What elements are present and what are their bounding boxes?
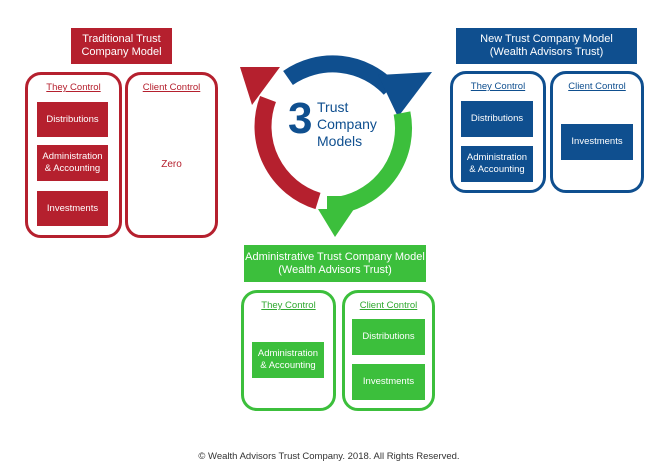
administrative-model-title: Administrative Trust Company Model (Weal…: [244, 245, 426, 282]
traditional-model-title: Traditional Trust Company Model: [71, 28, 172, 64]
red-cycle-arrow: [254, 96, 321, 210]
center-label: Trust Company Models: [317, 99, 377, 149]
new-client-control-panel: Client Control Investments: [550, 71, 644, 193]
control-item: Administration & Accounting: [461, 146, 533, 182]
panel-title: They Control: [261, 300, 316, 311]
green-arrow-stem: [327, 196, 344, 212]
administrative-they-control-panel: They Control Administration & Accounting: [241, 290, 336, 411]
control-item: Investments: [561, 124, 633, 160]
panel-title: They Control: [470, 81, 526, 92]
center-number: 3: [288, 94, 313, 143]
panel-title: Client Control: [359, 300, 418, 311]
red-arrowhead: [240, 67, 280, 105]
control-item: Distributions: [37, 102, 108, 137]
control-item: Distributions: [352, 319, 425, 355]
client-control-zero: Zero: [161, 159, 182, 170]
administrative-client-control-panel: Client Control Distributions Investments: [342, 290, 435, 411]
control-item: Investments: [352, 364, 425, 400]
new-they-control-panel: They Control Distributions Administratio…: [450, 71, 546, 193]
control-item: Investments: [37, 191, 108, 226]
green-arrowhead: [318, 209, 354, 237]
cycle-arrows-graphic: [240, 55, 432, 237]
traditional-they-control-panel: They Control Distributions Administratio…: [25, 72, 122, 238]
panel-title: Client Control: [568, 81, 626, 92]
new-model-title: New Trust Company Model (Wealth Advisors…: [456, 28, 637, 64]
copyright-footer: © Wealth Advisors Trust Company. 2018. A…: [198, 451, 460, 462]
green-cycle-arrow: [338, 111, 413, 214]
control-item: Administration & Accounting: [252, 342, 324, 378]
blue-cycle-arrow: [283, 55, 397, 95]
control-item: Administration & Accounting: [37, 145, 108, 181]
panel-title: Client Control: [142, 82, 201, 93]
panel-title: They Control: [46, 82, 101, 93]
traditional-client-control-panel: Client Control Zero: [125, 72, 218, 238]
control-item: Distributions: [461, 101, 533, 137]
blue-arrowhead: [378, 72, 432, 117]
